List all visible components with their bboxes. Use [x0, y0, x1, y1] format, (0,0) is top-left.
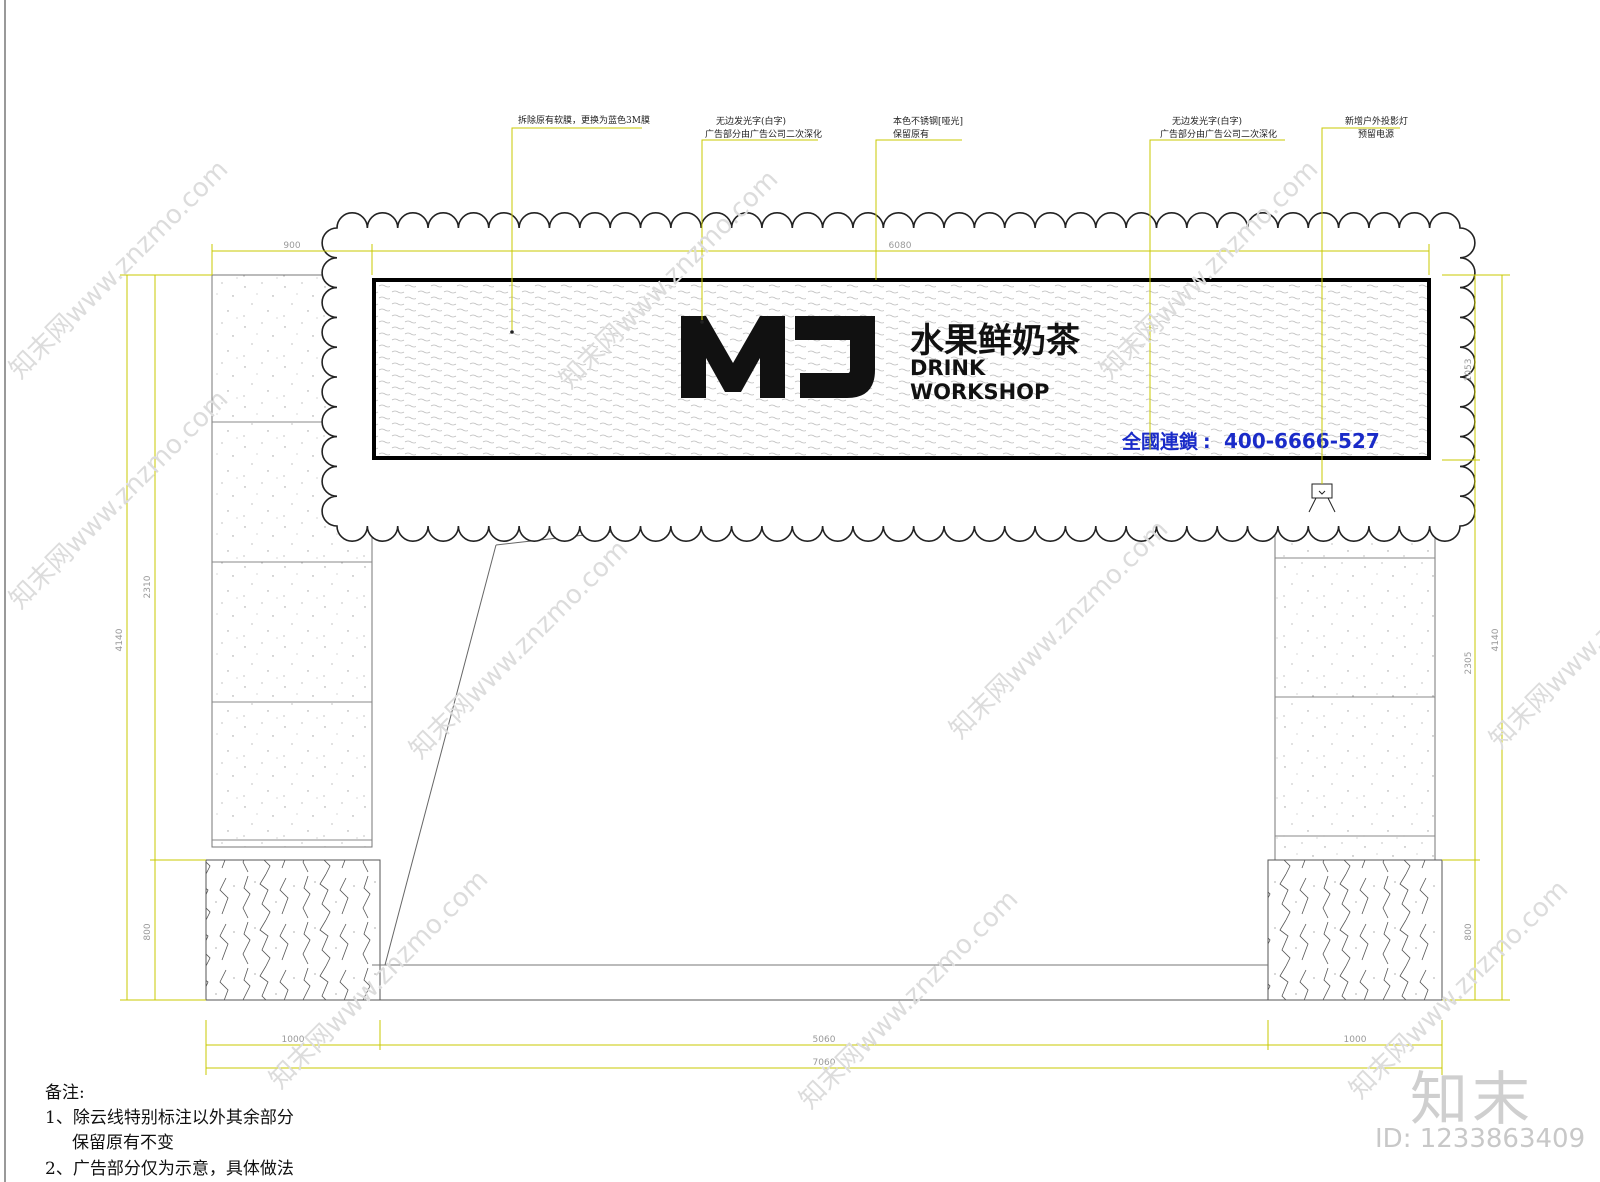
dim-top-1: 900: [283, 241, 300, 251]
dim-right-3: 4140: [1491, 628, 1501, 651]
dim-right-1: 1053: [1464, 359, 1474, 382]
watermark-text: 知末网www.znzmo.com: [1484, 524, 1600, 755]
dim-left-2: 4140: [115, 628, 125, 651]
dim-left-3: 800: [143, 923, 153, 940]
callout-4-line-1: 无边发光字(白字): [1172, 115, 1242, 127]
dim-right-4: 800: [1464, 923, 1474, 940]
callout-4-line-2: 广告部分由广告公司二次深化: [1160, 128, 1277, 140]
mj-logo-icon: [681, 316, 875, 398]
sign-name-en-1: DRINK: [910, 356, 986, 380]
notes-item-1: 1、除云线特别标注以外其余部分: [45, 1108, 294, 1128]
notes-item-1-cont: 保留原有不变: [72, 1133, 174, 1153]
left-marble-base: [205, 859, 381, 1001]
dim-bottom-2: 5060: [813, 1035, 836, 1045]
callout-1-line-1: 拆除原有软膜，更换为蓝色3M膜: [518, 114, 650, 126]
hotline-number: 400-6666-527: [1224, 429, 1380, 453]
dim-bottom-1: 1000: [282, 1035, 305, 1045]
callout-leaders: [511, 127, 1400, 484]
callout-5-line-2: 预留电源: [1358, 128, 1394, 140]
brand-watermark: 知末: [1410, 1065, 1535, 1133]
sign-name-cn: 水果鲜奶茶: [910, 321, 1081, 361]
sign-name-en-2: WORKSHOP: [910, 380, 1049, 404]
dim-bottom-3: 1000: [1344, 1035, 1367, 1045]
watermark-text: 知末网www.znzmo.com: [404, 534, 635, 765]
watermark-text: 知末网www.znzmo.com: [4, 384, 235, 615]
dim-right-2: 2305: [1464, 652, 1474, 675]
image-id: ID: 1233863409: [1375, 1124, 1586, 1154]
watermark-text: 知末网www.znzmo.com: [944, 514, 1175, 745]
callout-3-line-2: 保留原有: [893, 128, 929, 140]
dimension-lines: [120, 244, 1510, 1075]
hotline-separator: :: [1203, 431, 1211, 453]
notes-heading: 备注:: [45, 1083, 85, 1103]
watermark-text: 知末网www.znzmo.com: [4, 154, 235, 385]
callout-2-line-1: 无边发光字(白字): [716, 115, 786, 127]
notes-item-2: 2、广告部分仅为示意，具体做法: [45, 1159, 294, 1179]
dim-top-2: 6080: [889, 241, 912, 251]
callout-2-line-2: 广告部分由广告公司二次深化: [705, 128, 822, 140]
callout-5-line-1: 新增户外投影灯: [1345, 115, 1408, 127]
dim-bottom-total: 7060: [813, 1058, 836, 1068]
right-marble-base: [1267, 859, 1443, 1001]
dim-left-1: 2310: [143, 575, 153, 598]
callout-3-line-1: 本色不锈钢[哑光]: [893, 115, 963, 127]
hotline-label: 全國連鎖: [1121, 430, 1199, 453]
sign-board: [372, 278, 1431, 460]
